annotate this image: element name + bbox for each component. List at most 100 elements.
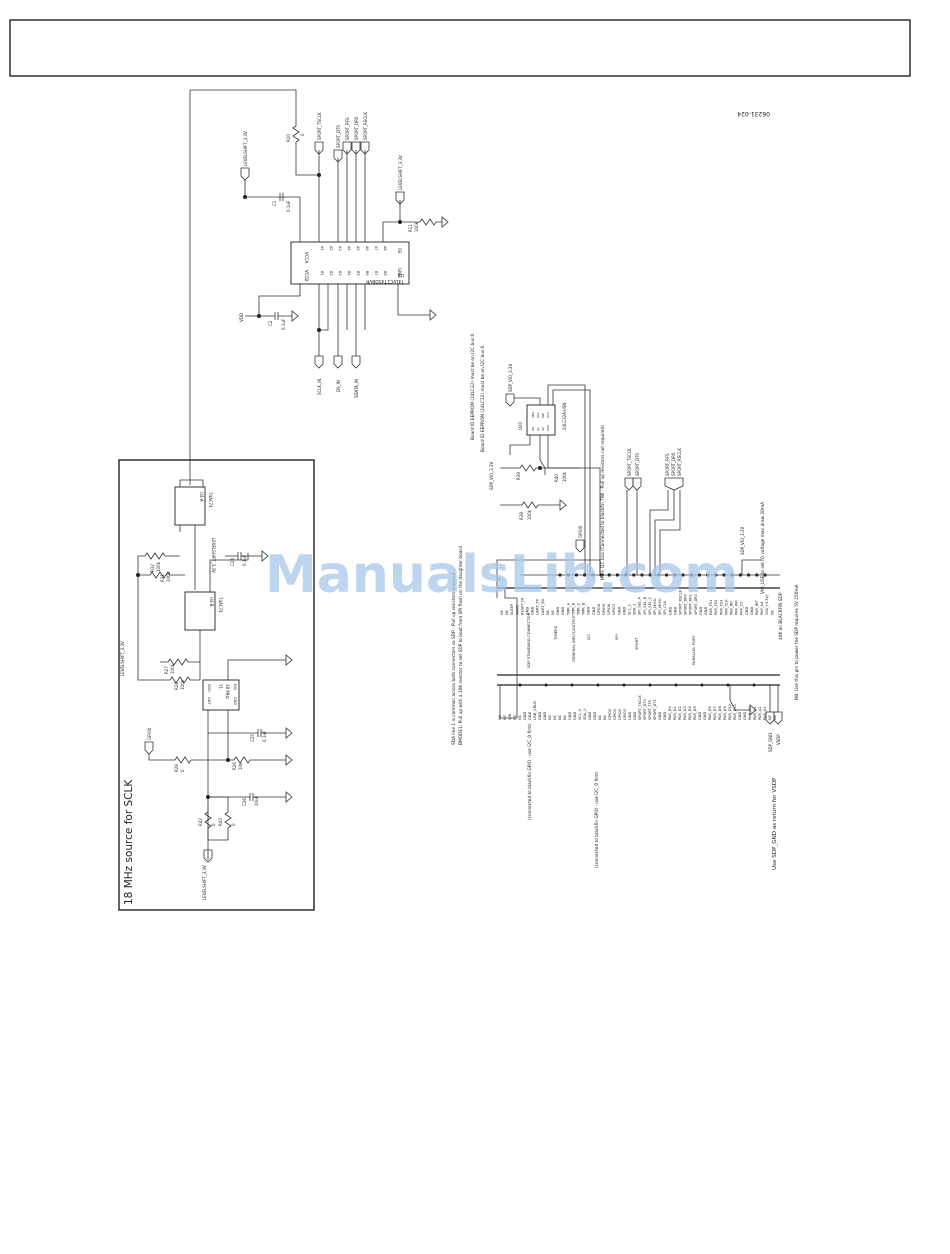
connector-pin-label: GND xyxy=(593,712,597,720)
group-gio: GENERAL INPUT/OUTPUT xyxy=(571,614,576,662)
net-sport-right-2: SPORT_DT0 xyxy=(635,452,640,476)
r28-val: 100k xyxy=(180,679,185,690)
wire-u20 xyxy=(509,384,601,575)
net-sport-right-3: SPORT_RFS xyxy=(665,453,670,476)
res-r32 xyxy=(138,552,180,560)
r27-val: 100k xyxy=(170,663,175,674)
net-sport-rfs: SPORT_RFS xyxy=(345,117,350,140)
r38-val: 100k xyxy=(527,509,532,520)
j1-connector-outline xyxy=(497,587,780,686)
connector-pin-label: NC xyxy=(503,714,507,720)
connector-pin-label: PAR_A2 xyxy=(758,707,762,720)
group-i2c: I2C xyxy=(586,633,591,640)
connector-junction-dot xyxy=(622,683,626,687)
connector-junction-dot xyxy=(518,683,522,687)
connector-pin-label: NC xyxy=(551,609,555,615)
gnd-u2 xyxy=(429,309,437,321)
u20-pin-sda: SDA xyxy=(531,411,535,418)
flag-sport-dt0 xyxy=(333,149,343,163)
r10-ref: R10 xyxy=(286,134,291,142)
gnd-c2 xyxy=(291,310,299,322)
junction-dot xyxy=(317,328,321,332)
u20-pin-scl: SCL xyxy=(536,412,540,418)
flag-sport-rsclk xyxy=(360,141,370,155)
flag-sport-rfs xyxy=(342,141,352,155)
connector-junction-dot xyxy=(648,683,652,687)
gpio0-input-flag xyxy=(144,741,154,755)
connector-pin-label: GPIO6 xyxy=(607,603,611,615)
connector-pin-label: GND xyxy=(568,712,572,720)
note-vio: VIO_USE to set IO voltage max draw 20mA xyxy=(760,502,766,594)
connector-pin-label: PAR_FS1 xyxy=(709,600,713,615)
c25-ref: C25 xyxy=(250,734,255,742)
connector-pin-label: GND xyxy=(703,712,707,720)
connector-junction-dot xyxy=(752,683,756,687)
connector-pin-label: GND xyxy=(633,712,637,720)
r10-val: 0 xyxy=(300,133,305,136)
junction-dot xyxy=(317,173,321,177)
flag-sdp-gnd xyxy=(765,711,775,725)
connector-pin-label: GND xyxy=(699,607,703,615)
note-blackfin: 40K on BLACKFIN SDP xyxy=(778,592,784,640)
connector-pin-label: NC xyxy=(773,714,777,720)
u2-pin-b1: B1 xyxy=(320,271,324,276)
r42-ref: R42 xyxy=(198,818,203,826)
r28-ref: R28 xyxy=(174,682,179,690)
connector-pin-label: NC xyxy=(598,714,602,720)
u2-pin-b2: B2 xyxy=(329,271,333,276)
r27-ref: R27 xyxy=(164,666,169,674)
connector-pin-label: GND xyxy=(668,607,672,615)
gnd-y1 xyxy=(285,654,293,666)
u2-pin-a3: A3 xyxy=(338,246,342,251)
junction-dot xyxy=(226,758,230,762)
r26-val: 10k xyxy=(238,762,243,770)
gnd-c26 xyxy=(285,791,293,803)
connector-pin-label: SPI_SEL_A xyxy=(638,596,642,615)
u2-gnd: GND xyxy=(397,268,402,277)
connector-pin-label: NC xyxy=(770,609,774,615)
r32-val: 100k xyxy=(156,561,161,572)
u4b-chip xyxy=(184,591,216,631)
lvs-label-box-2: LEVELSHIFT_3.3V xyxy=(120,641,125,676)
connector-pin-label: WAKE xyxy=(515,604,519,615)
connector-pin-label: GND xyxy=(523,712,527,720)
y1-pin-vdd: VDD xyxy=(207,684,211,692)
net-lvs-top-left: LEVELSHIFT_3.3V xyxy=(243,131,248,166)
gnd-c25 xyxy=(285,727,293,739)
res-r27 xyxy=(160,658,200,666)
u20-eeprom xyxy=(526,404,556,436)
c24-ref: C24 xyxy=(230,558,235,566)
wire-c24 xyxy=(225,552,262,560)
group-parallel: PARALLEL PORT xyxy=(691,635,696,665)
connector-pin-label: VIO(+3.3V) xyxy=(765,594,769,615)
u20-ref: U20 xyxy=(518,422,523,430)
connector-pin-label: SPI_CLK xyxy=(663,600,667,615)
note-gpio-2: (connected to blackfin GPIO - use I2C_0 … xyxy=(594,771,600,868)
connector-pin-label: SDA_1 xyxy=(633,603,637,615)
net-ds-in: DS_IN xyxy=(336,380,341,392)
connector-pin-label: NC xyxy=(498,714,502,720)
gnd-j1 xyxy=(749,704,757,716)
connector-pin-label: GND xyxy=(673,607,677,615)
r31-ref: R31 xyxy=(160,574,165,582)
y1-pin-out: OUT xyxy=(207,697,211,705)
gnd-u20 xyxy=(559,499,567,511)
flag-sdp-vio xyxy=(505,393,515,407)
connector-pin-label: TMR_B xyxy=(571,602,575,616)
r26-ref: R26 xyxy=(232,762,237,770)
u2-oe: OE xyxy=(397,248,402,254)
lvs-label-box-1: LEVELSHIFT_3.3V xyxy=(211,538,216,573)
note-sdp-gnd: Use SDP_GND as return for VSDP xyxy=(772,777,778,870)
connector-pin-label: GND xyxy=(750,607,754,615)
r29-ref: R29 xyxy=(174,764,179,772)
flag-sport-right-3 xyxy=(649,477,684,575)
connector-pin-label: PAR_D11 xyxy=(733,704,737,720)
connector-pin-label: PAR_D8 xyxy=(718,706,722,720)
connector-pin-label: SPI_MOSI xyxy=(653,598,657,615)
y1-freq: 18 MHz xyxy=(225,684,230,699)
u20-pin-vcc: VCC xyxy=(546,412,550,418)
connector-pin-label: PAR_FS2 xyxy=(714,600,718,615)
connector-pin-label: PAR_D2 xyxy=(678,706,682,720)
connector-pin-label: SPORT_RFS xyxy=(689,594,693,615)
